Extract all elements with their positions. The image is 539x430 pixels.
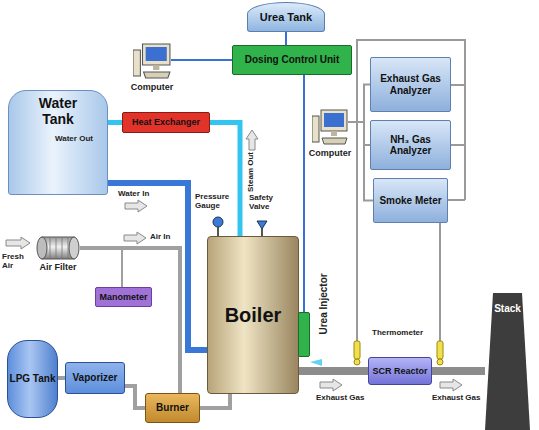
fuel-line xyxy=(200,394,230,408)
burner-box: Burner xyxy=(145,393,200,423)
filter-symbol xyxy=(36,236,80,260)
flow-arrow xyxy=(125,200,147,212)
sampling-line xyxy=(357,40,465,343)
exhaust-pipe xyxy=(299,367,368,375)
node-label: SCR Reactor xyxy=(372,366,427,376)
water-return-pipe xyxy=(108,120,122,125)
injector-symbol: Urea Injector xyxy=(298,312,310,357)
filter-rib xyxy=(56,238,57,258)
annotation-label: Fresh Air xyxy=(2,252,34,270)
computer-screen xyxy=(146,47,167,61)
filter-end xyxy=(69,237,79,259)
thermometer-symbol xyxy=(437,341,443,359)
instrument-box: NH₃ Gas Analyzer xyxy=(370,120,451,170)
computer-keyboard xyxy=(144,72,170,78)
node-label: NH₃ Gas Analyzer xyxy=(371,134,450,157)
flow-arrow xyxy=(124,232,146,244)
flow-arrow xyxy=(6,237,30,249)
tank-box: LPG Tank xyxy=(7,340,58,418)
computer-icon xyxy=(133,42,171,80)
computer-icon: Computer xyxy=(133,42,171,80)
filter-end xyxy=(37,237,47,259)
node-label: Exhaust Gas Analyzer xyxy=(371,73,450,96)
node-label: Burner xyxy=(156,402,189,414)
computer-stand xyxy=(153,65,159,70)
annotation-label: Exhaust Gas xyxy=(432,393,480,402)
stack-chimney: Stack xyxy=(485,293,530,430)
filter-rib xyxy=(62,238,63,258)
thermometer-symbol xyxy=(354,359,360,365)
annotation-label: Pressure Gauge xyxy=(195,192,231,210)
computer-stand xyxy=(331,131,337,136)
node-label: LPG Tank xyxy=(10,373,56,385)
node-label: Air Filter xyxy=(39,262,76,272)
annotation-label: Exhaust Gas xyxy=(316,393,364,402)
tank-box: Urea Tank xyxy=(247,2,325,32)
boiler-vessel: Boiler xyxy=(207,236,299,394)
computer-monitor xyxy=(143,44,170,65)
urea-spray xyxy=(310,359,322,366)
node-label: Computer xyxy=(309,148,352,158)
instrument-box: Manometer xyxy=(95,287,152,307)
annotation-label: Air In xyxy=(150,232,170,241)
annotation-label: Steam Out xyxy=(246,152,255,192)
gas-line xyxy=(58,376,65,380)
control-line xyxy=(303,75,305,312)
control-line xyxy=(285,32,287,45)
computer-icon xyxy=(312,108,348,146)
computer-monitor xyxy=(321,110,347,131)
signal-line xyxy=(348,122,370,145)
annotation-label: Safety Valve xyxy=(249,193,279,211)
sampling-line xyxy=(448,199,465,201)
process-box: Dosing Control Unit xyxy=(232,45,352,75)
sampling-line xyxy=(439,223,441,343)
process-box: Heat Exchanger xyxy=(122,112,210,133)
node-label: Urea Tank xyxy=(260,11,312,24)
node-label: Boiler xyxy=(225,304,282,327)
thermometer-symbol xyxy=(437,359,443,365)
computer-tower xyxy=(133,50,140,76)
gas-line xyxy=(125,386,145,408)
node-label: Water Tank xyxy=(27,95,89,127)
node-label: Heat Exchanger xyxy=(132,117,200,127)
instrument-box: Smoke Meter xyxy=(373,178,448,223)
node-label: Urea Injector xyxy=(318,273,330,334)
flow-arrow xyxy=(320,379,342,391)
process-box: Vaporizer xyxy=(65,362,125,394)
node-label: Stack xyxy=(494,303,521,315)
computer-keyboard xyxy=(322,138,347,144)
node-label: Vaporizer xyxy=(72,372,117,384)
thermometer-symbol xyxy=(354,341,360,359)
annotation-label: Water Out xyxy=(55,134,93,143)
reactor-box: SCR Reactor xyxy=(368,357,432,385)
signal-line xyxy=(348,85,370,123)
filter-rib xyxy=(68,238,69,258)
control-line xyxy=(171,59,232,61)
node-label: Manometer xyxy=(99,292,147,302)
safety-valve-symbol xyxy=(257,221,267,229)
filter-rib xyxy=(50,238,51,258)
pressure-gauge-symbol xyxy=(213,217,223,227)
gauge-stem xyxy=(217,227,219,236)
computer-icon: Computer xyxy=(312,108,348,146)
annotation-label: Water In xyxy=(118,189,149,198)
computer-tower xyxy=(312,116,319,142)
node-label: Dosing Control Unit xyxy=(245,54,339,66)
stack-body xyxy=(485,293,530,430)
flow-arrow xyxy=(246,130,258,150)
flow-arrow xyxy=(440,379,462,391)
filter-symbol: Air Filter xyxy=(36,236,80,260)
node-label: Computer xyxy=(131,82,174,92)
instrument-box: Exhaust Gas Analyzer xyxy=(370,57,451,112)
computer-screen xyxy=(324,113,344,127)
signal-line xyxy=(80,248,122,287)
node-label: Smoke Meter xyxy=(379,195,441,207)
steam-pipe xyxy=(210,123,240,237)
annotation-label: Thermometer xyxy=(372,328,423,337)
exhaust-pipe xyxy=(432,367,485,375)
